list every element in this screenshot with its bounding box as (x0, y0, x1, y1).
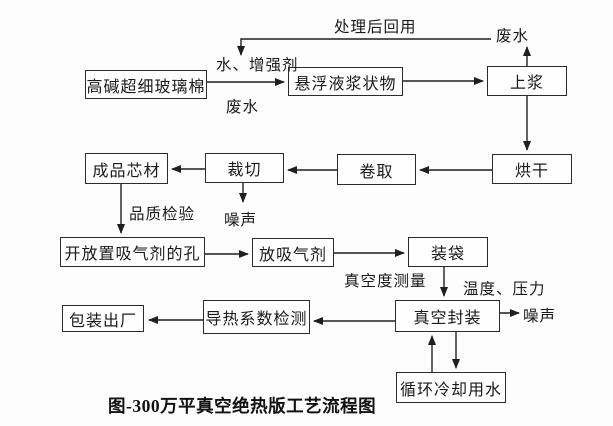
node-cooling-water: 循环冷却用水 (396, 372, 506, 403)
node-coiling: 卷取 (337, 154, 416, 185)
node-glass-wool: 高碱超细玻璃棉 (85, 70, 207, 99)
node-vacuum-sealing: 真空封装 (395, 300, 500, 332)
label-quality-inspection: 品质检验 (129, 206, 196, 223)
label-noise-sealing: 噪声 (523, 308, 557, 325)
node-conductivity-test: 导热系数检测 (203, 300, 310, 334)
node-drying: 烘干 (492, 154, 572, 184)
label-wastewater-left: 废水 (226, 99, 260, 116)
label-temperature-pressure: 温度、压力 (463, 281, 546, 298)
node-sizing: 上浆 (487, 66, 567, 96)
figure-caption: 图-300万平真空绝热版工艺流程图 (108, 396, 377, 416)
label-vacuum-measurement: 真空度测量 (344, 273, 427, 290)
node-core-material: 成品芯材 (85, 153, 168, 184)
label-noise-cutting: 噪声 (224, 212, 258, 229)
node-open-getter-hole: 开放置吸气剂的孔 (60, 237, 205, 267)
label-water-additive: 水、增强剂 (216, 57, 299, 74)
node-place-getter: 放吸气剂 (252, 238, 334, 267)
node-slurry: 悬浮液浆状物 (288, 67, 403, 96)
label-reuse-after-treatment: 处理后回用 (334, 19, 417, 36)
label-wastewater-top: 废水 (496, 28, 530, 45)
node-packing-shipment: 包装出厂 (62, 305, 144, 332)
node-cutting: 裁切 (205, 153, 284, 183)
node-bagging: 装袋 (408, 237, 488, 267)
